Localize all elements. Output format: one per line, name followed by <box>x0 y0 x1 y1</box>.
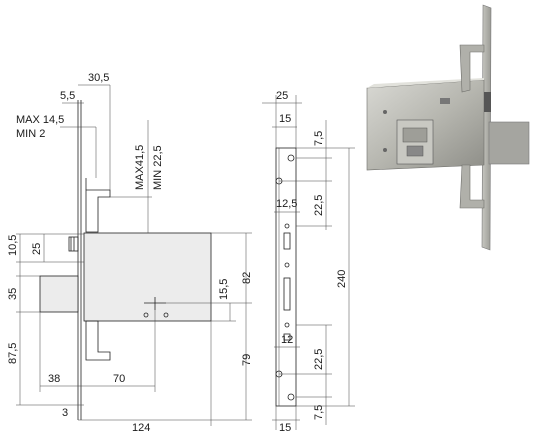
label-min2: MIN 2 <box>16 128 45 140</box>
photo-faceplate <box>481 4 492 251</box>
faceplate-view <box>262 95 355 430</box>
latch-upper <box>68 236 79 252</box>
photo-case-top-edge <box>367 78 484 88</box>
label-305: 30,5 <box>88 72 109 84</box>
label-105: 10,5 <box>7 235 19 256</box>
label-25-left: 25 <box>31 243 43 255</box>
label-124: 124 <box>132 422 150 434</box>
faceplate-hole-top <box>287 154 295 162</box>
label-82: 82 <box>241 272 253 284</box>
photo-cylinder <box>402 127 428 143</box>
photo-latch <box>484 92 491 112</box>
label-min225: MIN 22,5 <box>152 145 164 190</box>
label-155: 15,5 <box>218 279 230 300</box>
faceplate-slot-bolt <box>283 277 291 311</box>
photo-upper-catch <box>459 44 485 93</box>
bottom-catch <box>85 320 111 361</box>
faceplate-hole-4 <box>284 262 290 268</box>
top-catch <box>85 189 111 233</box>
faceplate-hole-5 <box>284 322 290 328</box>
label-38: 38 <box>48 373 60 385</box>
fp-label-125: 12,5 <box>276 198 297 210</box>
faceplate-slot-upper <box>283 232 291 250</box>
fp-label-225-top: 22,5 <box>313 195 325 216</box>
label-max415: MAX41,5 <box>134 145 146 190</box>
side-view <box>16 84 252 426</box>
faceplate-hole-bottom <box>287 393 295 401</box>
fp-label-75-top: 7,5 <box>313 131 325 146</box>
fp-label-225-bottom: 22,5 <box>313 349 325 370</box>
label-3: 3 <box>62 407 68 419</box>
fp-label-12: 12 <box>281 334 293 346</box>
screw-hole-2 <box>163 312 169 318</box>
lock-case <box>83 232 212 322</box>
photo-screw-2 <box>383 148 387 152</box>
label-35: 35 <box>7 288 19 300</box>
faceplate-slot-lower <box>283 333 291 341</box>
screw-hole-1 <box>143 312 149 318</box>
keyhole <box>144 297 166 310</box>
fp-label-25: 25 <box>276 90 288 102</box>
lock-photo <box>366 4 530 251</box>
fp-label-75-bottom: 7,5 <box>313 405 325 420</box>
photo-rivet <box>440 98 450 104</box>
lock-bolt <box>39 275 79 313</box>
label-875: 87,5 <box>7 343 19 364</box>
label-79: 79 <box>241 354 253 366</box>
label-55: 5,5 <box>60 90 75 102</box>
faceplate-outline <box>275 147 297 407</box>
fp-label-15-top: 15 <box>279 113 291 125</box>
faceplate-hole-3 <box>284 223 290 229</box>
photo-screw-1 <box>383 110 387 114</box>
photo-lower-catch <box>459 164 485 209</box>
photo-bolt <box>488 121 530 165</box>
label-70: 70 <box>113 373 125 385</box>
photo-keyway <box>406 145 424 157</box>
fp-label-240: 240 <box>336 270 348 288</box>
label-max145: MAX 14,5 <box>16 114 64 126</box>
fp-label-15-bottom: 15 <box>279 422 291 434</box>
